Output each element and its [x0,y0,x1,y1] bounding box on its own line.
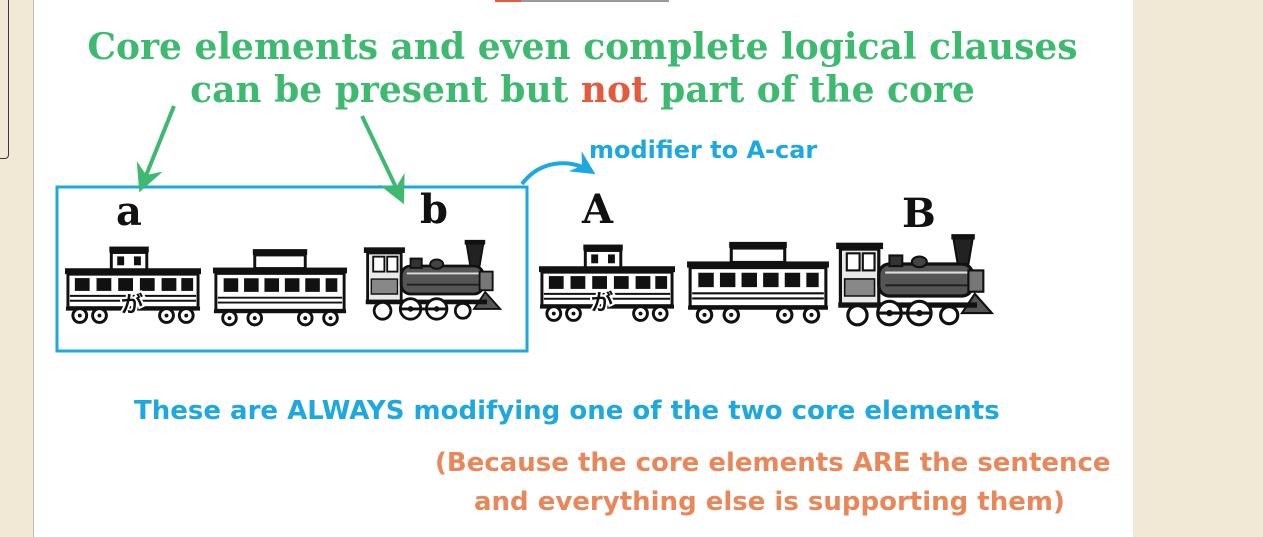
title-line-2: can be present but not part of the core [33,69,1132,111]
steam-locomotive-icon [362,238,502,321]
ga-marker-a: が [121,292,143,318]
ga-marker-A: が [591,290,613,316]
title-line-2-start: can be present but [190,69,581,111]
title-highlight-not: not [580,69,648,111]
down-arrow-icon [136,105,176,193]
top-grey-mark [521,0,669,2]
left-edge-tab [0,0,9,159]
curved-arrow-icon [520,151,596,186]
title-line-2-end: part of the core [647,69,975,111]
modifier-label: modifier to A-car [589,136,818,164]
passenger-car-icon [686,239,830,325]
right-edge-strip [1250,0,1263,537]
non-core-group-frame [55,185,529,353]
because-line-2: and everything else is supporting them) [474,487,1065,517]
car-label-a: a [116,188,142,235]
car-label-B: B [902,190,936,237]
down-arrow-icon [360,115,405,205]
top-red-mark [495,0,521,2]
steam-locomotive-icon [834,232,994,327]
because-line-1: (Because the core elements ARE the sente… [435,448,1111,478]
always-modifying-text: These are ALWAYS modifying one of the tw… [134,396,1000,426]
title-line-1: Core elements and even complete logical … [87,26,1078,68]
car-label-A: A [582,186,614,233]
passenger-car-icon [212,247,348,327]
car-label-b: b [420,186,448,233]
